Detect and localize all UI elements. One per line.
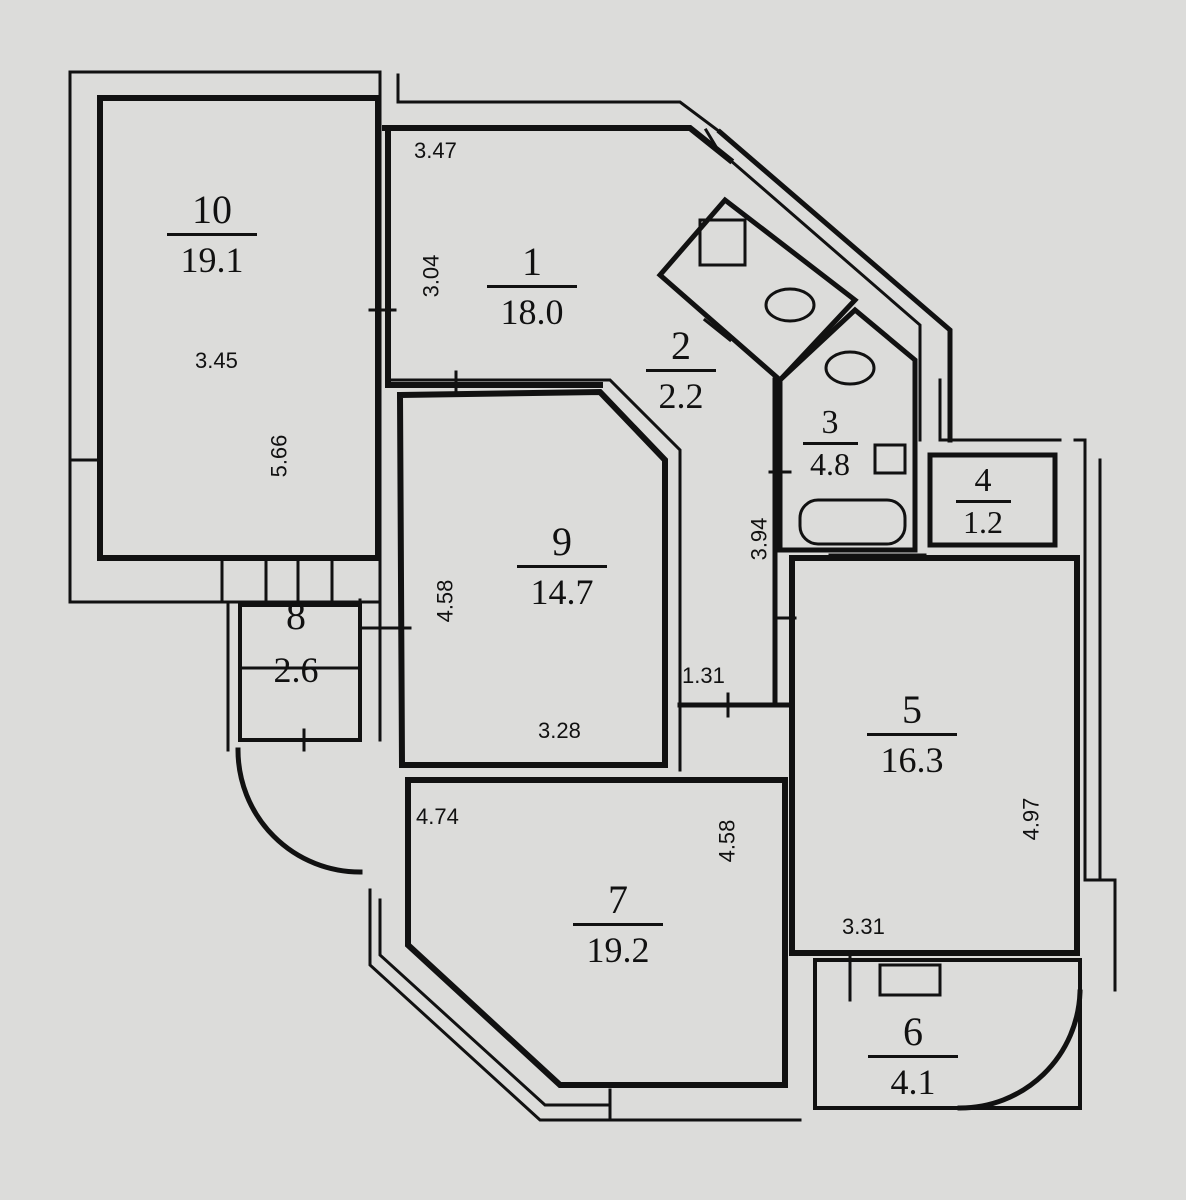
room-3-walls [768,306,918,553]
room-8-number: 8 [286,593,306,638]
room-3-number: 3 [821,404,839,441]
room-4-label: 4 1.2 [955,462,1011,540]
room-10-area: 19.1 [180,240,244,280]
room-2-area: 2.2 [658,376,704,416]
room-5-fraction-bar [867,733,957,736]
room-3-fraction-bar [802,442,858,445]
room-2-number: 2 [671,323,691,368]
room-10-width-dim: 3.45 [195,348,238,373]
room-1-fraction-bar [487,285,577,288]
room-9-number: 9 [552,519,572,564]
room-7-area: 19.2 [586,930,650,970]
room-1-label: 1 18.0 [482,242,582,330]
room-7-number: 7 [608,877,628,922]
room-4-number: 4 [974,462,992,499]
room-9-length-dim: 4.58 [432,579,458,623]
room-8-label: 8 2.6 [256,593,336,690]
room-5-length-dim: 4.97 [1018,797,1044,841]
room-1-number: 1 [522,239,542,284]
room-9-fraction-bar [517,565,607,568]
corridor-length-dim: 3.94 [746,517,772,561]
room-6-walls [813,878,1117,1111]
room-1-width-dim: 3.47 [414,138,457,163]
room-9-area: 14.7 [530,572,594,612]
room-7-width-dim: 4.74 [416,804,459,829]
room-1-walls [382,73,735,397]
corridor-walls [677,377,797,718]
room-6-area: 4.1 [890,1062,936,1102]
room-3-area: 4.8 [810,446,850,482]
room-5-number: 5 [902,687,922,732]
corridor-width-dim: 1.31 [682,663,725,688]
room-9-walls [358,378,682,772]
room-10-label: 10 19.1 [162,190,262,278]
room-2-label: 2 2.2 [636,326,726,414]
room-7-length-dim: 4.58 [714,819,740,863]
room-7-walls [368,777,802,1122]
room-6-fraction-bar [868,1055,958,1058]
room-2-walls [656,196,859,384]
room-7-fraction-bar [573,923,663,926]
room-4-fraction-bar [955,500,1011,503]
outer-diagonal-wall [716,128,953,443]
room-1-length-dim: 3.04 [418,254,444,298]
room-10-number: 10 [192,187,232,232]
room-10-fraction-bar [167,233,257,236]
room-10-walls [68,70,397,604]
room-9-label: 9 14.7 [512,522,612,610]
room-8-area: 2.6 [273,650,319,690]
room-8-walls [226,598,382,875]
room-3-label: 3 4.8 [800,406,860,480]
room-10-length-dim: 5.66 [266,434,292,478]
room-9-width-dim: 3.28 [538,718,581,743]
room-5-walls [789,438,1117,956]
room-6-label: 6 4.1 [868,1012,958,1100]
room-1-area: 18.0 [500,292,564,332]
room-5-area: 16.3 [880,740,944,780]
room-6-number: 6 [903,1009,923,1054]
room-4-walls [927,438,1062,548]
room-5-width-dim: 3.31 [842,914,885,939]
room-2-fraction-bar [646,369,716,372]
room-7-label: 7 19.2 [568,880,668,968]
room-4-area: 1.2 [963,504,1003,540]
room-5-label: 5 16.3 [862,690,962,778]
